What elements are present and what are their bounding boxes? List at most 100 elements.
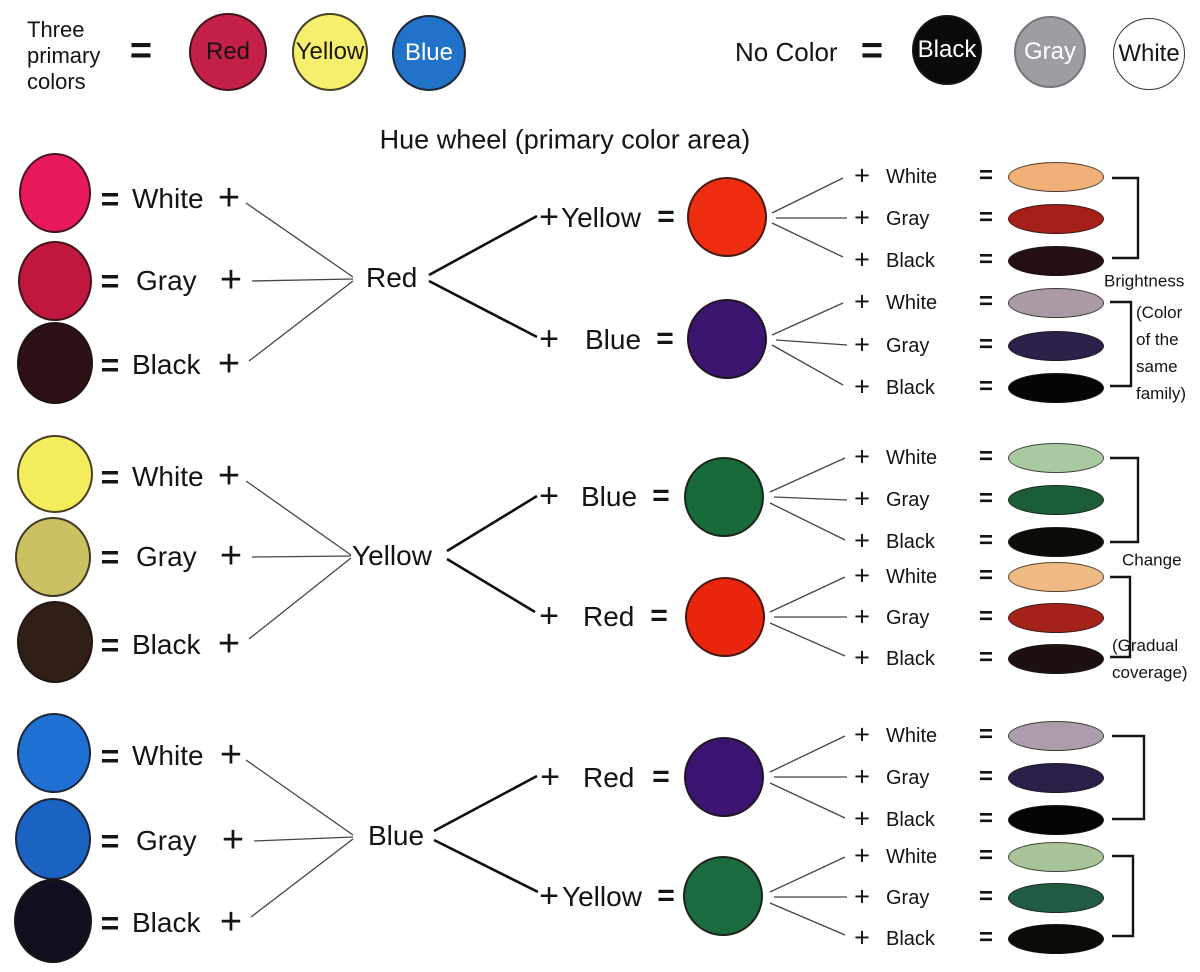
mix-swatch [1008,527,1104,557]
blue-node-label: Blue [368,820,425,851]
annotation-line: (Gradual [1112,636,1179,655]
mix-label-white: White [886,447,938,469]
mix-label-white: White [886,725,938,747]
annotation-line: same [1136,357,1178,376]
tint-label-gray: Gray [136,825,197,856]
plus-sign: + [854,441,870,472]
plus-sign: + [540,758,560,796]
equals-sign: = [657,200,675,233]
legend-black-circle: Black [912,15,982,85]
mix-label-white: White [886,166,938,188]
equals-sign: = [978,805,994,832]
mix-label-gray: Gray [886,887,930,909]
branch-label-red: Red [583,762,635,793]
change-annotation: Change [1122,550,1182,570]
no-color-label: No Color [735,37,838,67]
mix-label-black: Black [886,250,935,272]
mix-swatch [1008,246,1104,276]
branch-label-yellow: Yellow [561,202,641,233]
mix-swatch [1008,763,1104,793]
tint-label-white: White [132,461,204,492]
plus-sign: + [854,525,870,556]
equals-sign: = [100,627,120,663]
branch-label-red: Red [583,601,635,632]
yellow-white-tint-swatch [17,435,93,513]
equals-sign: = [129,30,153,72]
mix-label-gray: Gray [886,767,930,789]
legend-red-label: Red [205,38,251,65]
red-black-tint-swatch [17,322,93,404]
mix-swatch [1008,805,1104,835]
equals-sign: = [978,721,994,748]
red-white-tint-swatch [19,153,91,233]
plus-sign: + [219,901,243,943]
mix-swatch [1008,485,1104,515]
branch-label-blue: Blue [585,324,642,355]
plus-sign: + [854,160,870,191]
plus-sign: + [539,477,559,515]
mix-label-black: Black [886,809,935,831]
equals-sign: = [978,603,994,630]
mix-swatch [1008,721,1104,751]
mix-label-white: White [886,292,938,314]
tint-label-gray: Gray [136,541,197,572]
tint-label-white: White [132,183,204,214]
mix-swatch [1008,883,1104,913]
mix-label-black: Black [886,531,935,553]
plus-sign: + [854,286,870,317]
plus-sign: + [854,560,870,591]
diagram-title: Hue wheel (primary color area) [379,124,751,155]
equals-sign: = [978,842,994,869]
equals-sign: = [100,905,120,941]
legend-yellow-label: Yellow [295,38,365,65]
equals-sign: = [978,763,994,790]
blue-gray-tint-swatch [15,798,91,880]
mix-label-white: White [886,846,938,868]
plus-sign: + [219,734,243,776]
yellow-plus-blue-result-swatch [684,457,764,537]
red-plus-yellow-result-swatch [687,177,767,257]
legend-blue-label: Blue [404,39,454,66]
plus-sign: + [854,202,870,233]
equals-sign: = [978,246,994,273]
tint-label-black: Black [132,629,201,660]
mix-label-black: Black [886,928,935,950]
mix-swatch [1008,562,1104,592]
equals-sign: = [656,322,674,355]
blue-plus-red-result-swatch [684,737,764,817]
legend-white-circle: White [1113,18,1185,90]
annotation-line: (Color [1136,303,1183,322]
blue-plus-yellow-result-swatch [683,856,763,936]
yellow-black-tint-swatch [17,601,93,683]
annotation-line: coverage) [1112,663,1188,682]
equals-sign: = [978,644,994,671]
equals-sign: = [100,459,120,495]
plus-sign: + [854,719,870,750]
three-primary-colors-label: Three primary colors [27,17,101,94]
plus-sign: + [854,922,870,953]
mix-label-black: Black [886,648,935,670]
tint-label-black: Black [132,907,201,938]
plus-sign: + [217,623,241,665]
equals-sign: = [978,883,994,910]
equals-sign: = [100,181,120,217]
plus-sign: + [217,343,241,385]
equals-sign: = [978,162,994,189]
equals-sign: = [657,879,675,912]
plus-sign: + [854,244,870,275]
legend-blue-circle: Blue [392,15,466,91]
mix-label-gray: Gray [886,335,930,357]
legend-black-label: Black [917,36,977,63]
plus-sign: + [539,198,559,236]
mix-swatch [1008,443,1104,473]
equals-sign: = [652,760,670,793]
blue-black-tint-swatch [14,879,92,963]
plus-sign: + [854,371,870,402]
equals-sign: = [100,539,120,575]
equals-sign: = [100,263,120,299]
equals-sign: = [978,562,994,589]
equals-sign: = [978,204,994,231]
plus-sign: + [854,761,870,792]
